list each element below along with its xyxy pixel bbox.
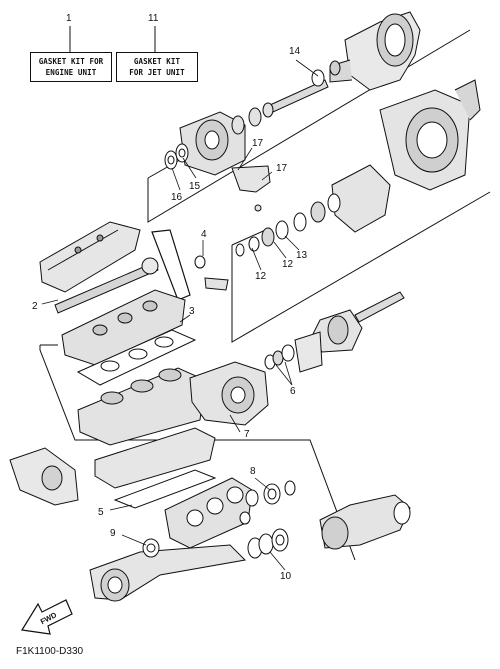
callout-6: 6 <box>290 386 296 397</box>
mount-bracket <box>231 165 271 212</box>
cylinder-block <box>77 367 206 446</box>
cylinder-head <box>61 289 186 366</box>
jet-pump-housing <box>329 11 421 91</box>
head-gasket <box>76 329 197 386</box>
bearing-housing <box>179 102 274 176</box>
callout-16: 16 <box>171 192 183 203</box>
callout-5: 5 <box>98 507 104 518</box>
callout-17a: 17 <box>252 138 264 149</box>
exhaust-gasket <box>142 538 160 558</box>
callout-17b: 17 <box>276 163 288 174</box>
water-lock-hose <box>319 494 411 550</box>
generator-cover <box>9 447 79 506</box>
callout-15: 15 <box>189 181 201 192</box>
callout-13: 13 <box>296 250 308 261</box>
timing-chain <box>151 229 191 301</box>
joint-gaskets <box>247 528 289 559</box>
drawing-code: F1K1100-D330 <box>16 646 84 657</box>
forward-arrow-icon <box>21 599 73 635</box>
callout-14: 14 <box>289 46 301 57</box>
valve-cover <box>39 221 141 293</box>
kit-11-number: 11 <box>148 13 159 24</box>
coupling-rings <box>264 344 295 370</box>
flywheel-housing <box>189 361 269 426</box>
kit-11-line1: GASKET KIT <box>133 57 181 66</box>
kit-1-line1: GASKET KIT FOR <box>38 57 104 66</box>
exhaust-pipe <box>89 544 247 602</box>
callout-12b: 12 <box>282 259 294 270</box>
callout-3: 3 <box>189 306 195 317</box>
callout-7: 7 <box>244 429 250 440</box>
manifold-gaskets <box>239 480 296 525</box>
oil-seals <box>164 143 189 170</box>
drive-shaft-upper <box>269 60 341 113</box>
callout-12a: 12 <box>255 271 267 282</box>
chain-tensioner <box>194 255 229 291</box>
jet-gasket-kit-box: GASKET KIT FOR JET UNIT <box>116 52 198 82</box>
callout-9: 9 <box>110 528 116 539</box>
crankcase-gasket <box>113 469 217 509</box>
kit-1-line2: ENGINE UNIT <box>45 68 97 77</box>
spacer-rings <box>235 193 341 257</box>
kit-11-line2: FOR JET UNIT <box>129 68 185 77</box>
jet-intake-duct <box>331 79 481 233</box>
callout-2: 2 <box>32 301 38 312</box>
crankcase-upper <box>94 427 216 489</box>
drive-shaft-lower <box>294 291 405 373</box>
callout-4: 4 <box>201 229 207 240</box>
camshaft <box>54 257 159 314</box>
callout-8: 8 <box>250 466 256 477</box>
engine-gasket-kit-box: GASKET KIT FOR ENGINE UNIT <box>30 52 112 82</box>
kit-1-number: 1 <box>66 13 72 24</box>
callout-10: 10 <box>280 571 292 582</box>
